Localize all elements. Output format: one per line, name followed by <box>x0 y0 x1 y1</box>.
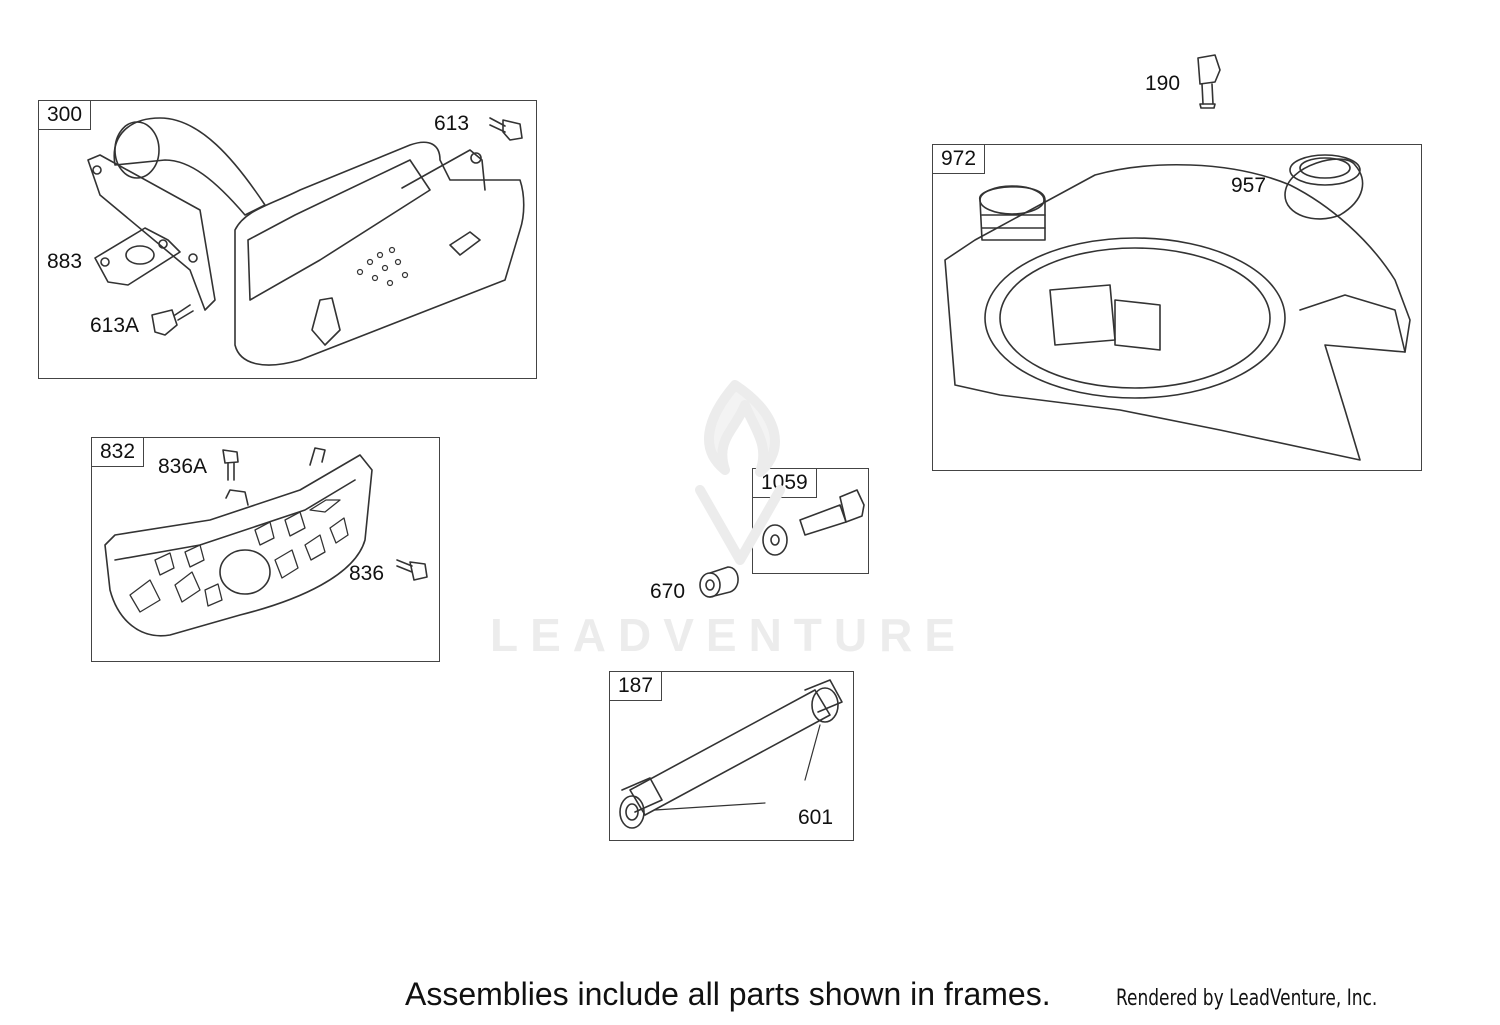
frame-label-bolt-kit[interactable]: 1059 <box>752 468 817 498</box>
callout-190[interactable]: 190 <box>1145 72 1181 95</box>
flange-bolt-illustration <box>762 489 865 556</box>
callout-670[interactable]: 670 <box>650 580 686 603</box>
watermark-flame-icon <box>695 380 785 565</box>
frame-muffler-assembly: 300 <box>38 100 537 379</box>
frame-blower-shroud: 972 <box>932 144 1422 471</box>
oil-cap-illustration <box>1284 154 1364 220</box>
frame-label-guard[interactable]: 832 <box>91 437 145 467</box>
render-credit: Rendered by LeadVenture, Inc. <box>1116 986 1378 1011</box>
watermark-text: LEADVENTURE <box>490 609 968 661</box>
spacer-illustration <box>699 566 739 598</box>
muffler-guard-illustration <box>104 447 373 637</box>
callout-836[interactable]: 836 <box>349 562 385 585</box>
frame-guard-assembly: 832 <box>91 437 440 662</box>
breather-tube-illustration <box>619 679 843 829</box>
callout-836a[interactable]: 836A <box>158 455 208 478</box>
bolt-836-illustration <box>396 559 428 581</box>
callout-613[interactable]: 613 <box>434 112 470 135</box>
callout-613a[interactable]: 613A <box>90 314 140 337</box>
frame-label-shroud[interactable]: 972 <box>932 144 986 174</box>
frame-label-muffler[interactable]: 300 <box>38 100 92 130</box>
blower-shroud-illustration <box>944 164 1411 461</box>
callout-957[interactable]: 957 <box>1231 174 1267 197</box>
frame-bolt-kit: 1059 <box>752 468 869 574</box>
callout-601[interactable]: 601 <box>798 806 834 829</box>
frame-tube-kit: 187 <box>609 671 854 841</box>
bolt-836a-illustration <box>222 449 239 481</box>
gasket-illustration <box>94 227 181 286</box>
callout-883[interactable]: 883 <box>47 250 83 273</box>
bolt-613a-illustration <box>151 304 194 336</box>
assemblies-note: Assemblies include all parts shown in fr… <box>405 976 1051 1012</box>
frame-label-tube-kit[interactable]: 187 <box>609 671 663 701</box>
bolt-190-illustration <box>1197 54 1221 109</box>
muffler-illustration <box>87 117 525 366</box>
bolt-613-illustration <box>489 117 523 141</box>
